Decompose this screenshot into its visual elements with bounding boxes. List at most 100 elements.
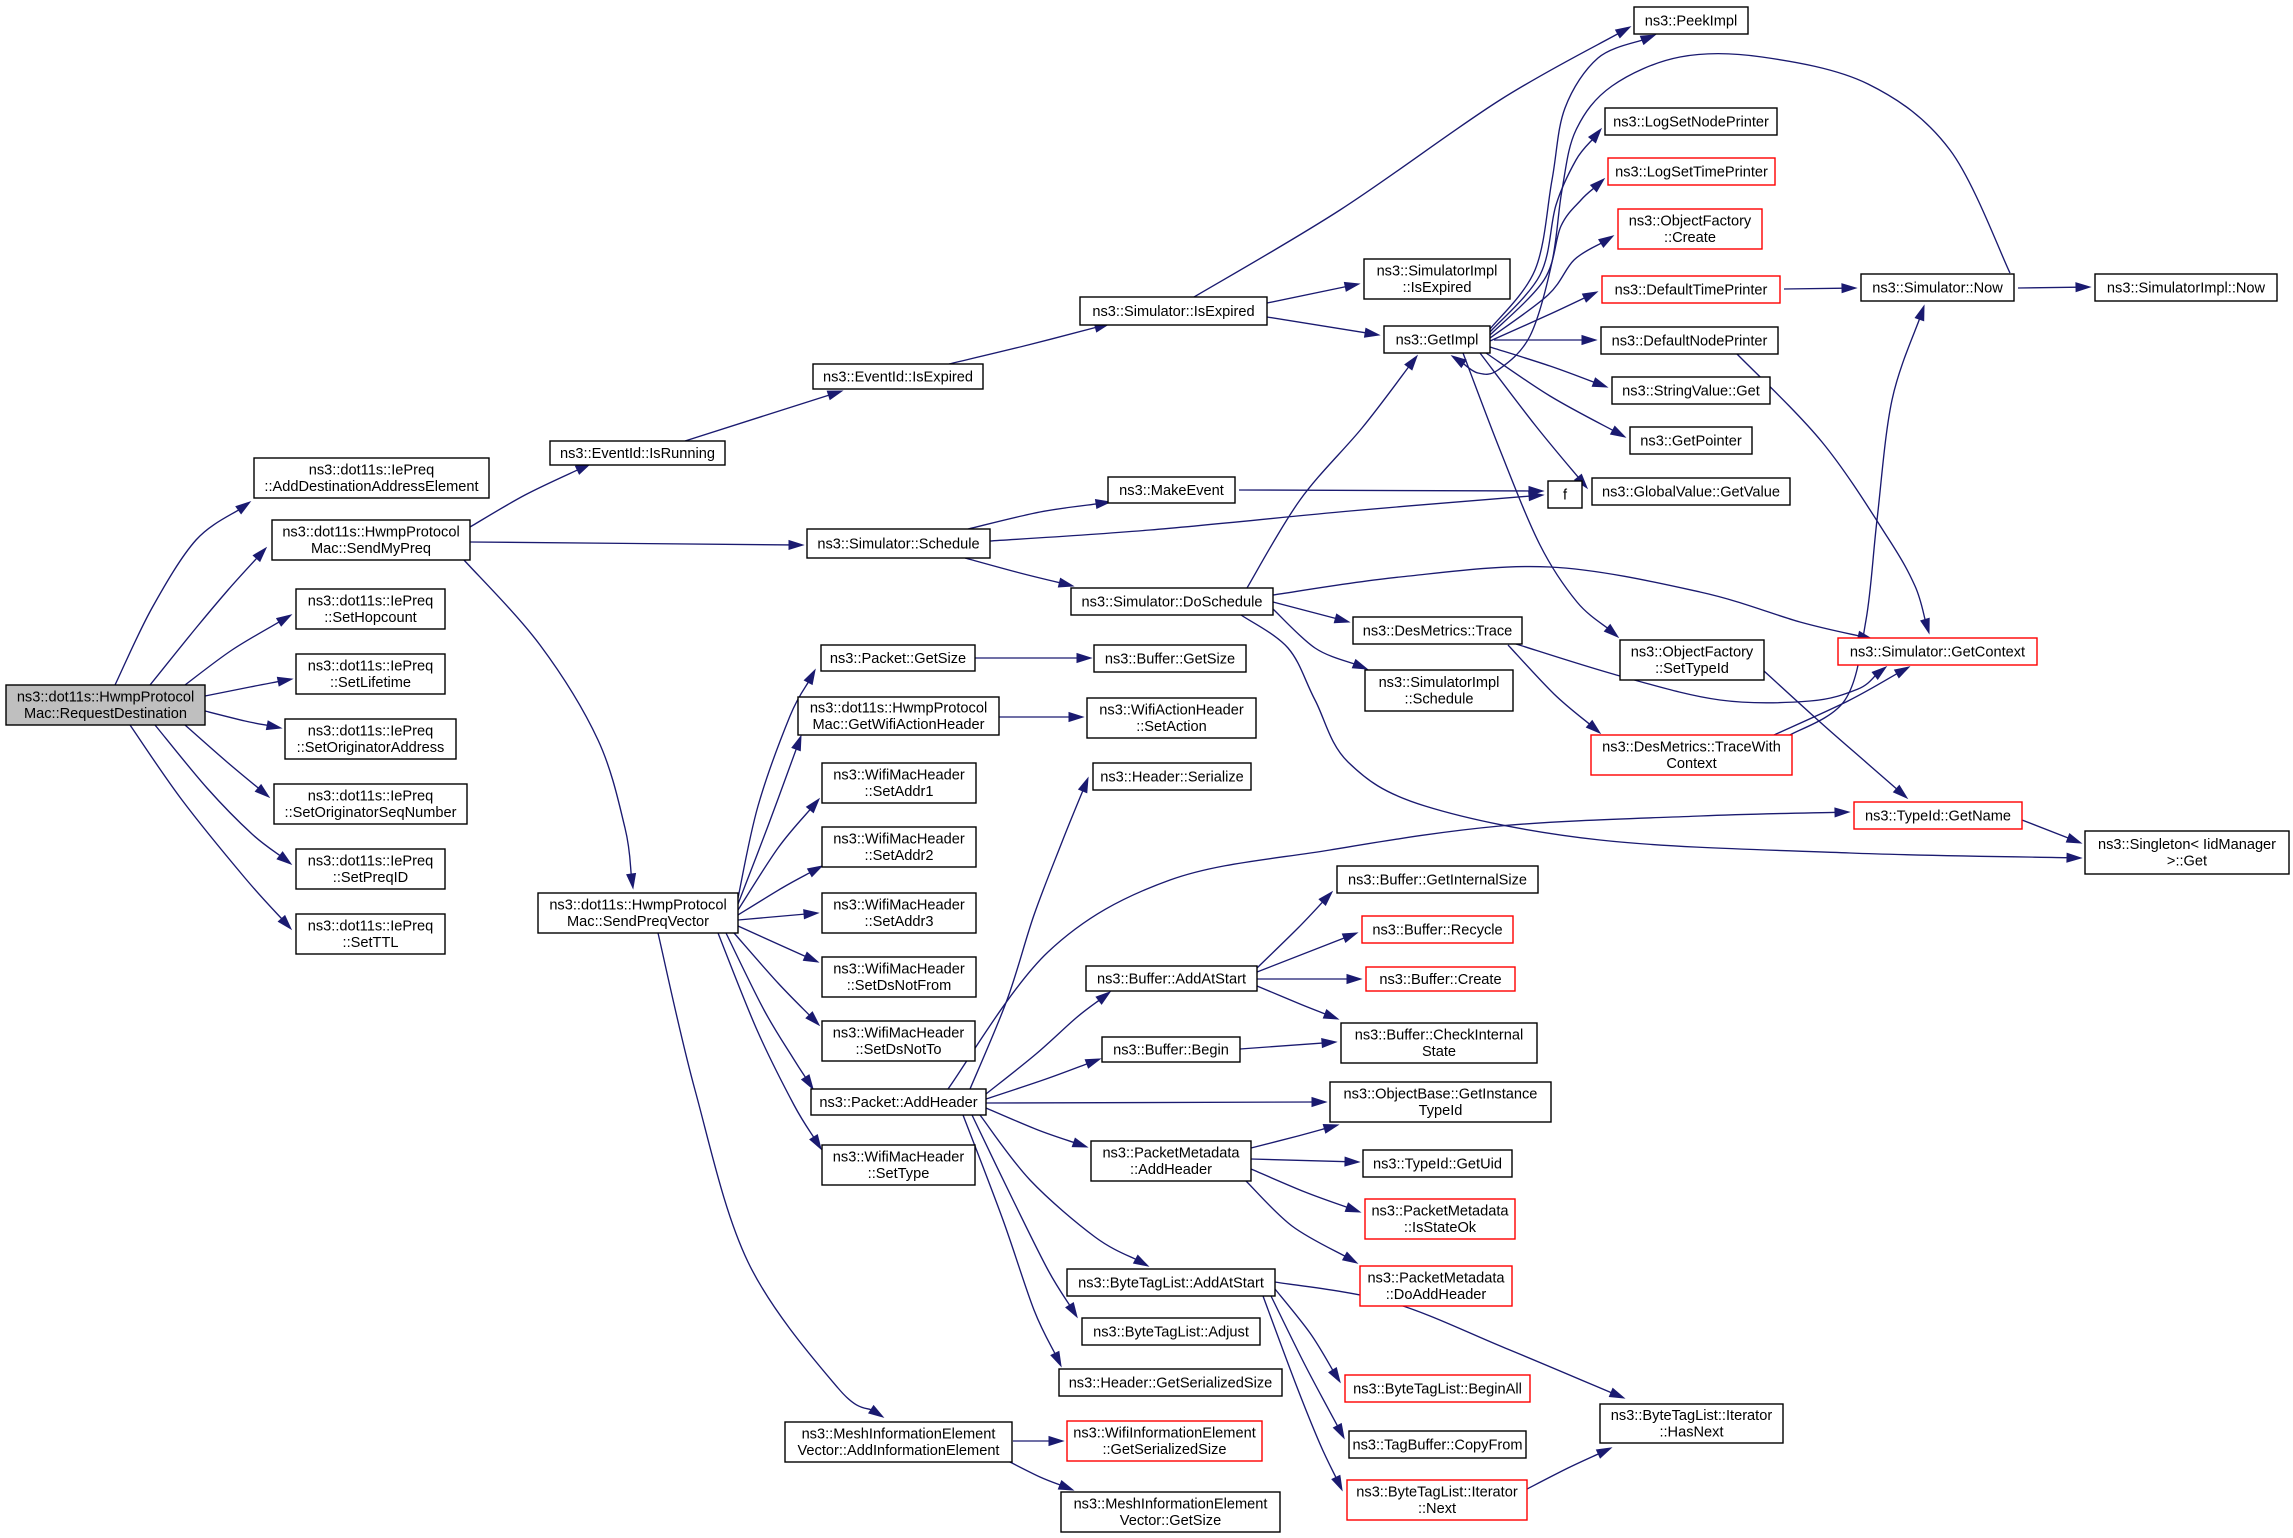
svg-text:ns3::Simulator::IsExpired: ns3::Simulator::IsExpired — [1092, 304, 1254, 320]
svg-text:ns3::ByteTagList::AddAtStart: ns3::ByteTagList::AddAtStart — [1078, 1275, 1264, 1291]
svg-text:TypeId: TypeId — [1419, 1103, 1463, 1119]
svg-text:ns3::dot11s::IePreq: ns3::dot11s::IePreq — [308, 594, 433, 610]
svg-text:::DoAddHeader: ::DoAddHeader — [1386, 1287, 1487, 1303]
svg-text:ns3::Simulator::GetContext: ns3::Simulator::GetContext — [1850, 644, 2025, 660]
svg-text:ns3::Buffer::Recycle: ns3::Buffer::Recycle — [1372, 922, 1502, 938]
svg-text:ns3::WifiInformationElement: ns3::WifiInformationElement — [1073, 1426, 1256, 1442]
svg-text:ns3::Buffer::CheckInternal: ns3::Buffer::CheckInternal — [1355, 1028, 1523, 1044]
svg-text:ns3::WifiMacHeader: ns3::WifiMacHeader — [833, 832, 965, 848]
svg-text:::AddDestinationAddressElement: ::AddDestinationAddressElement — [264, 479, 478, 495]
svg-text:::SetDsNotFrom: ::SetDsNotFrom — [847, 978, 952, 994]
svg-text:ns3::LogSetNodePrinter: ns3::LogSetNodePrinter — [1613, 114, 1769, 130]
svg-text:ns3::DesMetrics::TraceWith: ns3::DesMetrics::TraceWith — [1602, 740, 1781, 756]
svg-text:ns3::dot11s::IePreq: ns3::dot11s::IePreq — [308, 789, 433, 805]
svg-text:ns3::dot11s::HwmpProtocol: ns3::dot11s::HwmpProtocol — [17, 690, 194, 706]
svg-text:ns3::LogSetTimePrinter: ns3::LogSetTimePrinter — [1615, 164, 1768, 180]
svg-text:ns3::WifiMacHeader: ns3::WifiMacHeader — [833, 768, 965, 784]
svg-text:::GetSerializedSize: ::GetSerializedSize — [1102, 1442, 1226, 1458]
svg-text:ns3::dot11s::IePreq: ns3::dot11s::IePreq — [309, 463, 434, 479]
svg-text:ns3::TagBuffer::CopyFrom: ns3::TagBuffer::CopyFrom — [1352, 1437, 1522, 1453]
svg-text:ns3::WifiMacHeader: ns3::WifiMacHeader — [833, 898, 965, 914]
svg-text:ns3::PeekImpl: ns3::PeekImpl — [1645, 13, 1737, 29]
svg-text:ns3::Buffer::Create: ns3::Buffer::Create — [1379, 972, 1501, 988]
svg-text:::SetTTL: ::SetTTL — [343, 935, 399, 951]
svg-text:ns3::ObjectFactory: ns3::ObjectFactory — [1629, 214, 1752, 230]
svg-text:State: State — [1422, 1044, 1456, 1060]
svg-text:ns3::MakeEvent: ns3::MakeEvent — [1119, 483, 1224, 499]
svg-text:ns3::MeshInformationElement: ns3::MeshInformationElement — [802, 1427, 996, 1443]
svg-text:Mac::SendPreqVector: Mac::SendPreqVector — [567, 914, 709, 930]
svg-text:ns3::ObjectBase::GetInstance: ns3::ObjectBase::GetInstance — [1344, 1087, 1538, 1103]
svg-text:::SetAction: ::SetAction — [1136, 719, 1207, 735]
svg-text:::HasNext: ::HasNext — [1659, 1425, 1723, 1441]
svg-text:::SetAddr3: ::SetAddr3 — [865, 914, 934, 930]
svg-text:f: f — [1563, 487, 1568, 503]
svg-text:Mac::RequestDestination: Mac::RequestDestination — [24, 706, 187, 722]
svg-text:Context: Context — [1666, 756, 1716, 772]
svg-text:Vector::GetSize: Vector::GetSize — [1120, 1513, 1221, 1529]
svg-text:ns3::ByteTagList::Iterator: ns3::ByteTagList::Iterator — [1611, 1408, 1773, 1424]
svg-text:ns3::ByteTagList::Adjust: ns3::ByteTagList::Adjust — [1093, 1324, 1249, 1340]
svg-text:::SetTypeId: ::SetTypeId — [1655, 661, 1729, 677]
svg-text:ns3::GetImpl: ns3::GetImpl — [1396, 332, 1479, 348]
svg-text:::AddHeader: ::AddHeader — [1130, 1162, 1212, 1178]
svg-text:ns3::Simulator::DoSchedule: ns3::Simulator::DoSchedule — [1082, 594, 1263, 610]
svg-text:>::Get: >::Get — [2167, 854, 2207, 870]
svg-text:ns3::SimulatorImpl: ns3::SimulatorImpl — [1377, 264, 1498, 280]
svg-text:::SetAddr2: ::SetAddr2 — [865, 848, 934, 864]
svg-text:::Next: ::Next — [1418, 1501, 1456, 1517]
svg-text:ns3::WifiMacHeader: ns3::WifiMacHeader — [833, 962, 965, 978]
svg-text:ns3::EventId::IsExpired: ns3::EventId::IsExpired — [823, 369, 973, 385]
svg-text:ns3::GetPointer: ns3::GetPointer — [1640, 433, 1742, 449]
svg-text:ns3::dot11s::IePreq: ns3::dot11s::IePreq — [308, 854, 433, 870]
svg-text:ns3::MeshInformationElement: ns3::MeshInformationElement — [1074, 1497, 1268, 1513]
svg-text:ns3::ByteTagList::BeginAll: ns3::ByteTagList::BeginAll — [1353, 1381, 1522, 1397]
svg-text:ns3::dot11s::HwmpProtocol: ns3::dot11s::HwmpProtocol — [282, 525, 459, 541]
svg-text:::IsExpired: ::IsExpired — [1403, 280, 1472, 296]
svg-text:::SetLifetime: ::SetLifetime — [330, 675, 411, 691]
svg-text:::SetHopcount: ::SetHopcount — [324, 610, 417, 626]
svg-text:ns3::Header::GetSerializedSize: ns3::Header::GetSerializedSize — [1069, 1375, 1273, 1391]
svg-text:ns3::PacketMetadata: ns3::PacketMetadata — [1102, 1146, 1240, 1162]
svg-text:ns3::Buffer::Begin: ns3::Buffer::Begin — [1113, 1042, 1229, 1058]
svg-text:ns3::Buffer::GetInternalSize: ns3::Buffer::GetInternalSize — [1348, 872, 1527, 888]
svg-text:::SetDsNotTo: ::SetDsNotTo — [856, 1042, 942, 1058]
svg-text:Vector::AddInformationElement: Vector::AddInformationElement — [798, 1443, 1000, 1459]
svg-text:ns3::DefaultNodePrinter: ns3::DefaultNodePrinter — [1612, 333, 1768, 349]
svg-text:ns3::SimulatorImpl::Now: ns3::SimulatorImpl::Now — [2107, 280, 2266, 296]
svg-text:ns3::DefaultTimePrinter: ns3::DefaultTimePrinter — [1615, 282, 1768, 298]
svg-text:ns3::ByteTagList::Iterator: ns3::ByteTagList::Iterator — [1356, 1485, 1518, 1501]
svg-text:::SetOriginatorSeqNumber: ::SetOriginatorSeqNumber — [285, 805, 457, 821]
svg-text:ns3::DesMetrics::Trace: ns3::DesMetrics::Trace — [1363, 623, 1513, 639]
svg-text:::IsStateOk: ::IsStateOk — [1404, 1220, 1477, 1236]
svg-text:ns3::GlobalValue::GetValue: ns3::GlobalValue::GetValue — [1602, 484, 1780, 500]
svg-text:ns3::dot11s::IePreq: ns3::dot11s::IePreq — [308, 919, 433, 935]
svg-text:ns3::dot11s::HwmpProtocol: ns3::dot11s::HwmpProtocol — [810, 701, 987, 717]
svg-text:::Create: ::Create — [1664, 230, 1716, 246]
svg-text:::SetOriginatorAddress: ::SetOriginatorAddress — [297, 740, 445, 756]
svg-text:::SetAddr1: ::SetAddr1 — [865, 784, 934, 800]
svg-text:ns3::WifiMacHeader: ns3::WifiMacHeader — [833, 1026, 965, 1042]
svg-text:ns3::WifiActionHeader: ns3::WifiActionHeader — [1099, 703, 1244, 719]
svg-text:ns3::Simulator::Now: ns3::Simulator::Now — [1872, 280, 2003, 296]
svg-text:ns3::EventId::IsRunning: ns3::EventId::IsRunning — [560, 446, 715, 462]
svg-text:ns3::PacketMetadata: ns3::PacketMetadata — [1371, 1204, 1509, 1220]
svg-text:ns3::dot11s::IePreq: ns3::dot11s::IePreq — [308, 724, 433, 740]
svg-text:ns3::StringValue::Get: ns3::StringValue::Get — [1622, 383, 1760, 399]
svg-text:Mac::GetWifiActionHeader: Mac::GetWifiActionHeader — [813, 717, 985, 733]
svg-text:ns3::SimulatorImpl: ns3::SimulatorImpl — [1379, 675, 1500, 691]
svg-text:ns3::dot11s::IePreq: ns3::dot11s::IePreq — [308, 659, 433, 675]
svg-text:ns3::TypeId::GetName: ns3::TypeId::GetName — [1865, 808, 2011, 824]
svg-text:ns3::Buffer::AddAtStart: ns3::Buffer::AddAtStart — [1097, 971, 1246, 987]
svg-text:ns3::Packet::AddHeader: ns3::Packet::AddHeader — [819, 1095, 977, 1111]
svg-text:ns3::PacketMetadata: ns3::PacketMetadata — [1367, 1271, 1505, 1287]
svg-text:ns3::dot11s::HwmpProtocol: ns3::dot11s::HwmpProtocol — [549, 898, 726, 914]
svg-text:ns3::TypeId::GetUid: ns3::TypeId::GetUid — [1373, 1156, 1502, 1172]
svg-text:ns3::ObjectFactory: ns3::ObjectFactory — [1631, 645, 1754, 661]
svg-text:ns3::Buffer::GetSize: ns3::Buffer::GetSize — [1105, 651, 1235, 667]
svg-text:ns3::WifiMacHeader: ns3::WifiMacHeader — [833, 1150, 965, 1166]
svg-text:::SetType: ::SetType — [868, 1166, 930, 1182]
svg-text:::Schedule: ::Schedule — [1405, 692, 1474, 708]
svg-text:::SetPreqID: ::SetPreqID — [333, 870, 408, 886]
svg-text:Mac::SendMyPreq: Mac::SendMyPreq — [311, 541, 431, 557]
